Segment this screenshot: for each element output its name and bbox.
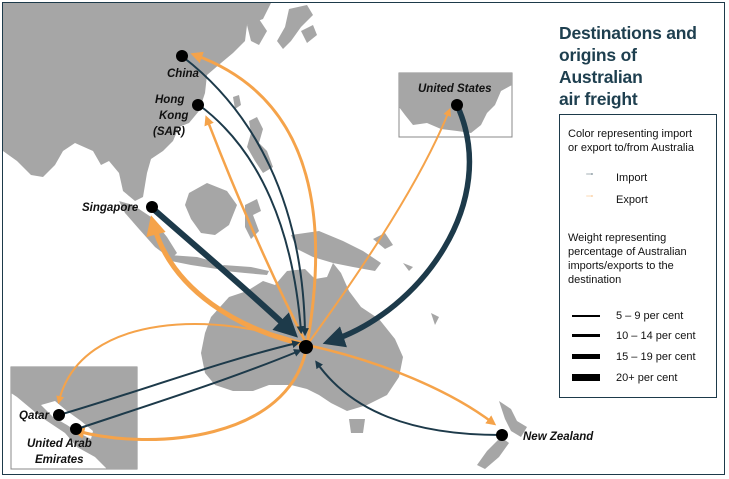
weight-line-medium [572,334,600,337]
inset-gulf [10,366,138,470]
map-title: Destinations and origins of Australian a… [559,23,697,109]
borneo-landmass [185,183,237,235]
label-hong-kong: Hong Kong (SAR) [153,94,192,138]
dot-new-zealand [496,429,508,441]
label-china: China [167,68,200,80]
export-route-singapore [146,215,310,348]
dot-china [176,50,188,62]
dot-hong-kong [192,99,204,111]
export-route-united-states [306,108,451,346]
new-zealand-landmass [499,401,527,437]
new-guinea-landmass [291,231,381,271]
import-route-singapore [148,204,298,338]
freight-map: China Hong Kong (SAR) Singapore United S… [3,3,594,470]
import-routes [58,56,502,436]
dot-australia [299,340,313,354]
export-arrow-icon [586,195,594,197]
japan-landmass [247,19,267,45]
import-route-uae [76,349,302,430]
export-route-china [190,51,318,347]
place-labels: China Hong Kong (SAR) Singapore United S… [19,68,594,466]
label-uae: United Arab Emirates [27,438,95,466]
label-united-states: United States [418,83,492,95]
export-route-qatar [56,323,308,405]
import-route-united-states [322,102,473,348]
dot-united-states [451,99,463,111]
weight-line-thin [572,315,600,317]
city-dots [53,50,508,441]
legend-color-heading: Color representing import or export to/f… [568,128,694,154]
export-route-new-zealand [305,343,497,426]
legend-weight-heading: Weight representing percentage of Austra… [568,232,687,286]
dot-uae [70,423,82,435]
dot-singapore [146,201,158,213]
label-singapore: Singapore [82,202,139,214]
map-frame: China Hong Kong (SAR) Singapore United S… [2,2,725,475]
export-route-uae [72,343,309,442]
import-route-china [182,56,309,337]
dot-qatar [53,409,65,421]
asia-landmass [3,3,271,201]
import-route-qatar [58,340,301,416]
label-qatar: Qatar [19,410,50,422]
import-route-new-zealand [315,360,502,436]
weight-line-thick [572,354,600,359]
label-new-zealand: New Zealand [523,431,594,443]
legend-export-label: Export [616,194,648,206]
weight-line-thickest [572,374,600,381]
legend-import-label: Import [616,172,648,184]
import-arrow-icon [586,173,594,175]
import-route-hong-kong [198,104,305,335]
legend: Color representing import or export to/f… [559,114,717,398]
